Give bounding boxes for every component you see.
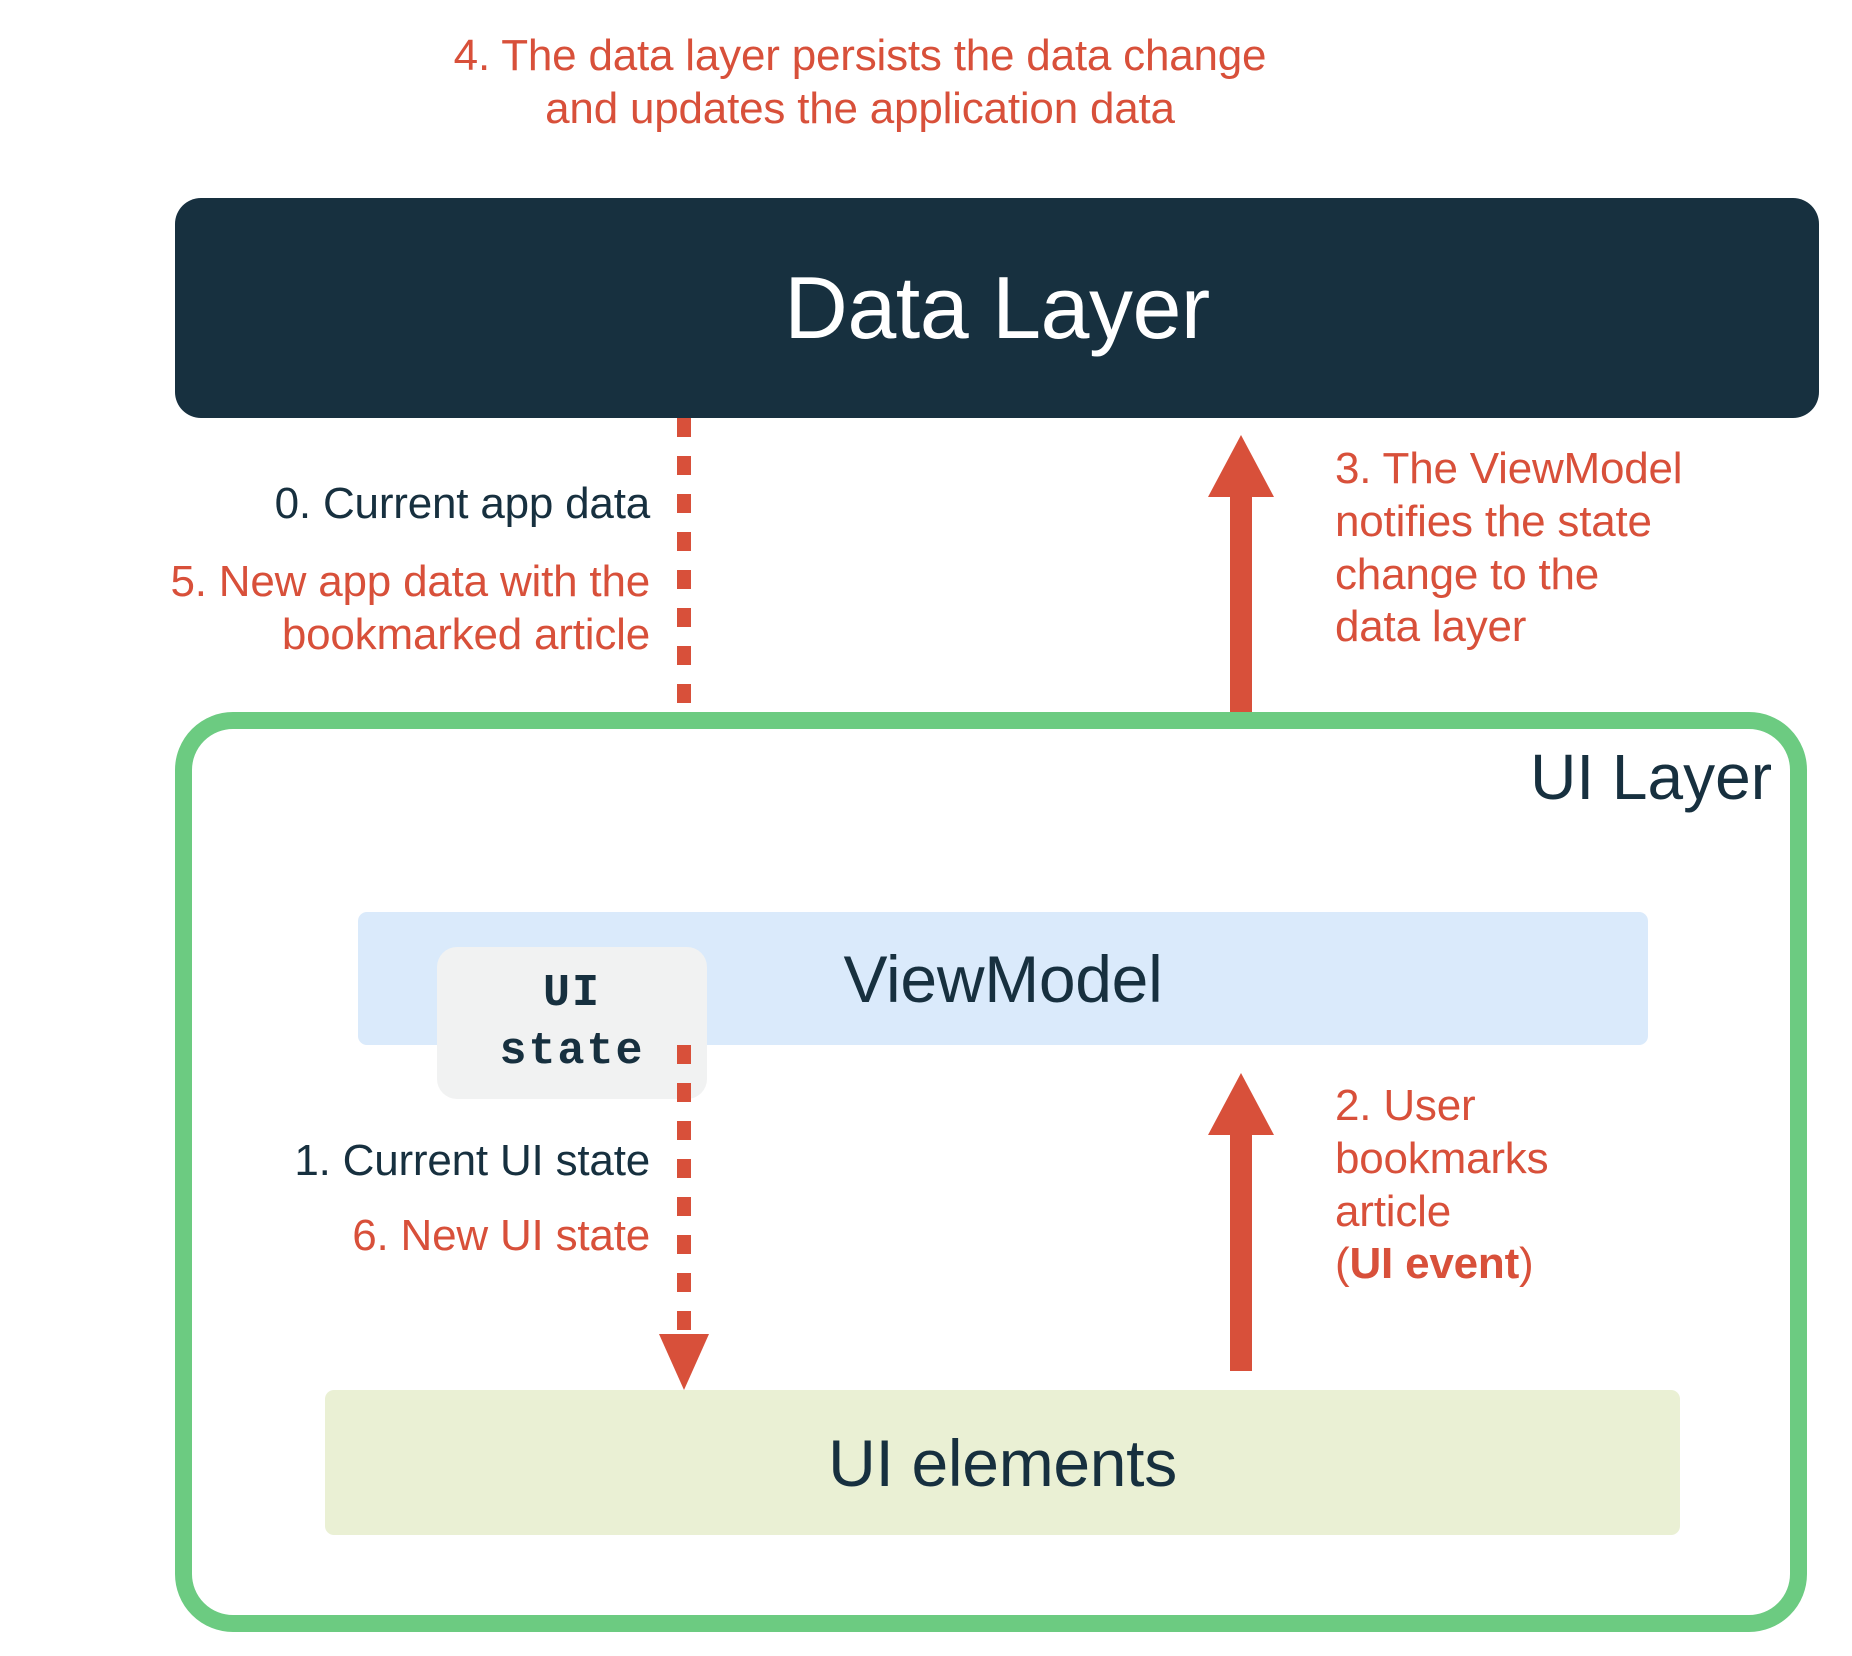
ui-event-paren-close: ) [1519, 1239, 1534, 1289]
annotation-step-5-line-2: bookmarked article [281, 609, 650, 659]
annotation-step-2-line-4: (UI event) [1335, 1238, 1765, 1291]
viewmodel-title: ViewModel [843, 941, 1163, 1016]
annotation-step-4-line-1: 4. The data layer persists the data chan… [453, 31, 1267, 80]
ui-layer-title: UI Layer [1530, 741, 1772, 813]
annotation-step-2-line-2: bookmarks [1335, 1133, 1549, 1183]
annotation-step-5: 5. New app data with the bookmarked arti… [0, 556, 650, 662]
arrow-head-up-icon [1208, 435, 1274, 497]
annotation-step-2: 2. User bookmarks article (UI event) [1335, 1080, 1765, 1291]
annotation-step-3: 3. The ViewModel notifies the state chan… [1335, 443, 1765, 654]
annotation-step-6: 6. New UI state [352, 1211, 650, 1260]
annotation-step-4: 4. The data layer persists the data chan… [0, 30, 1720, 136]
annotation-step-3-line-1: 3. The ViewModel [1335, 444, 1683, 493]
arrow-stem [677, 1045, 691, 1334]
annotation-step-2-line-1: 2. User [1335, 1081, 1476, 1130]
ui-state-chip-line-2: state [499, 1026, 645, 1077]
annotation-step-3-line-3: change to the [1335, 549, 1600, 599]
arrow-stem [1230, 1131, 1252, 1371]
annotation-step-2-line-3: article [1335, 1186, 1451, 1236]
annotation-step-1: 1. Current UI state [294, 1136, 650, 1185]
annotation-step-3-line-4: data layer [1335, 602, 1527, 652]
annotation-step-3-line-2: notifies the state [1335, 496, 1652, 546]
annotation-step-0: 0. Current app data [274, 479, 651, 528]
ui-state-chip: UI state [437, 947, 707, 1099]
annotation-step-5-line-1: 5. New app data with the [170, 557, 650, 606]
arrow-head-up-icon [1208, 1073, 1274, 1135]
ui-event-label: UI event [1349, 1239, 1520, 1289]
data-layer-title: Data Layer [784, 258, 1210, 357]
ui-elements-title: UI elements [828, 1425, 1177, 1500]
ui-state-chip-line-1: UI [542, 968, 601, 1020]
data-layer-box: Data Layer [175, 198, 1819, 418]
annotation-step-4-line-2: and updates the application data [545, 83, 1175, 133]
arrow-head-down-icon [659, 1334, 709, 1390]
ui-elements-box: UI elements [325, 1390, 1680, 1535]
ui-event-paren-open: ( [1335, 1239, 1350, 1289]
